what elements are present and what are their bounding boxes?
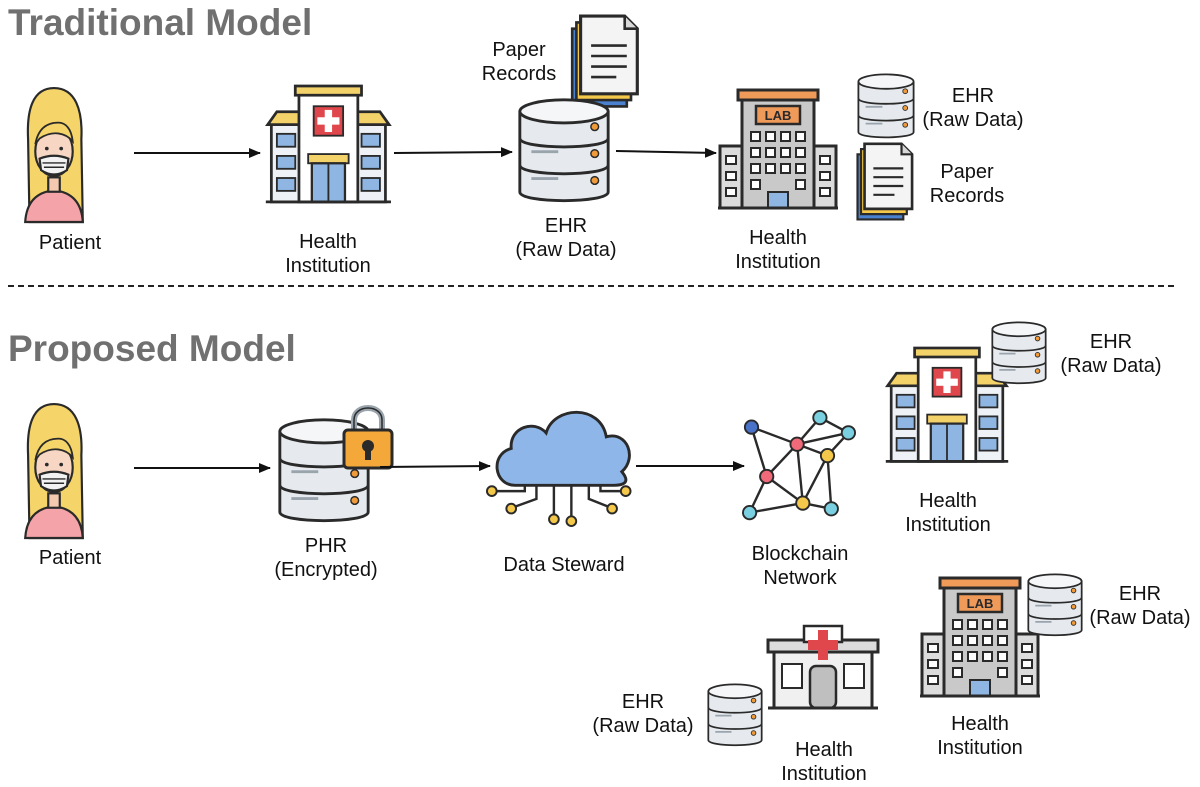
- trad-side-paper-records-label: Paper Records: [929, 161, 1005, 207]
- prop-lab-icon: [918, 576, 1042, 698]
- section-divider: [8, 285, 1174, 287]
- trad-side-paper-records-icon: [856, 142, 914, 221]
- prop-clinic-label: Health Institution: [781, 739, 867, 785]
- prop-blockchain-network-icon: [741, 409, 857, 521]
- traditional-model-title: Traditional Model: [8, 2, 313, 43]
- prop-patient-label: Patient: [38, 547, 102, 569]
- trad-arrow-hospital-to-ehr: [393, 147, 513, 158]
- proposed-model-title: Proposed Model: [8, 328, 296, 369]
- trad-ehr-label: EHR (Raw Data): [515, 215, 617, 261]
- trad-patient-label: Patient: [38, 232, 102, 254]
- trad-lab-icon: [716, 88, 840, 210]
- trad-patient-icon: [24, 87, 84, 224]
- trad-lab-institution-label: Health Institution: [735, 227, 821, 273]
- trad-hospital-icon: [264, 84, 393, 204]
- prop-hospital-ehr-label: EHR (Raw Data): [1060, 331, 1162, 377]
- prop-lab-ehr-icon: [1027, 573, 1083, 637]
- prop-lab-ehr-label: EHR (Raw Data): [1089, 583, 1191, 629]
- prop-hospital-icon: [884, 346, 1010, 463]
- prop-patient-icon: [24, 402, 84, 540]
- prop-arrow-phr-to-steward: [379, 461, 491, 472]
- prop-data-steward-label: Data Steward: [503, 554, 625, 576]
- prop-cloud-icon: [485, 410, 632, 528]
- prop-clinic-ehr-label: EHR (Raw Data): [592, 691, 694, 737]
- trad-ehr-database-icon: [518, 98, 610, 203]
- prop-hospital-label: Health Institution: [905, 490, 991, 536]
- trad-side-ehr-label: EHR (Raw Data): [922, 85, 1024, 131]
- prop-lab-label: Health Institution: [937, 713, 1023, 759]
- prop-clinic-icon: [766, 624, 880, 710]
- trad-paper-records-icon: [570, 14, 639, 108]
- trad-side-ehr-database-icon: [857, 73, 915, 139]
- prop-clinic-ehr-icon: [707, 683, 763, 747]
- trad-arrow-ehr-to-lab: [615, 147, 717, 158]
- prop-hospital-ehr-icon: [991, 321, 1047, 385]
- prop-blockchain-label: Blockchain Network: [751, 543, 849, 589]
- trad-health-institution-label: Health Institution: [285, 231, 371, 277]
- prop-padlock-icon: [344, 408, 392, 468]
- trad-paper-records-label: Paper Records: [481, 39, 557, 85]
- prop-phr-label: PHR (Encrypted): [274, 535, 378, 581]
